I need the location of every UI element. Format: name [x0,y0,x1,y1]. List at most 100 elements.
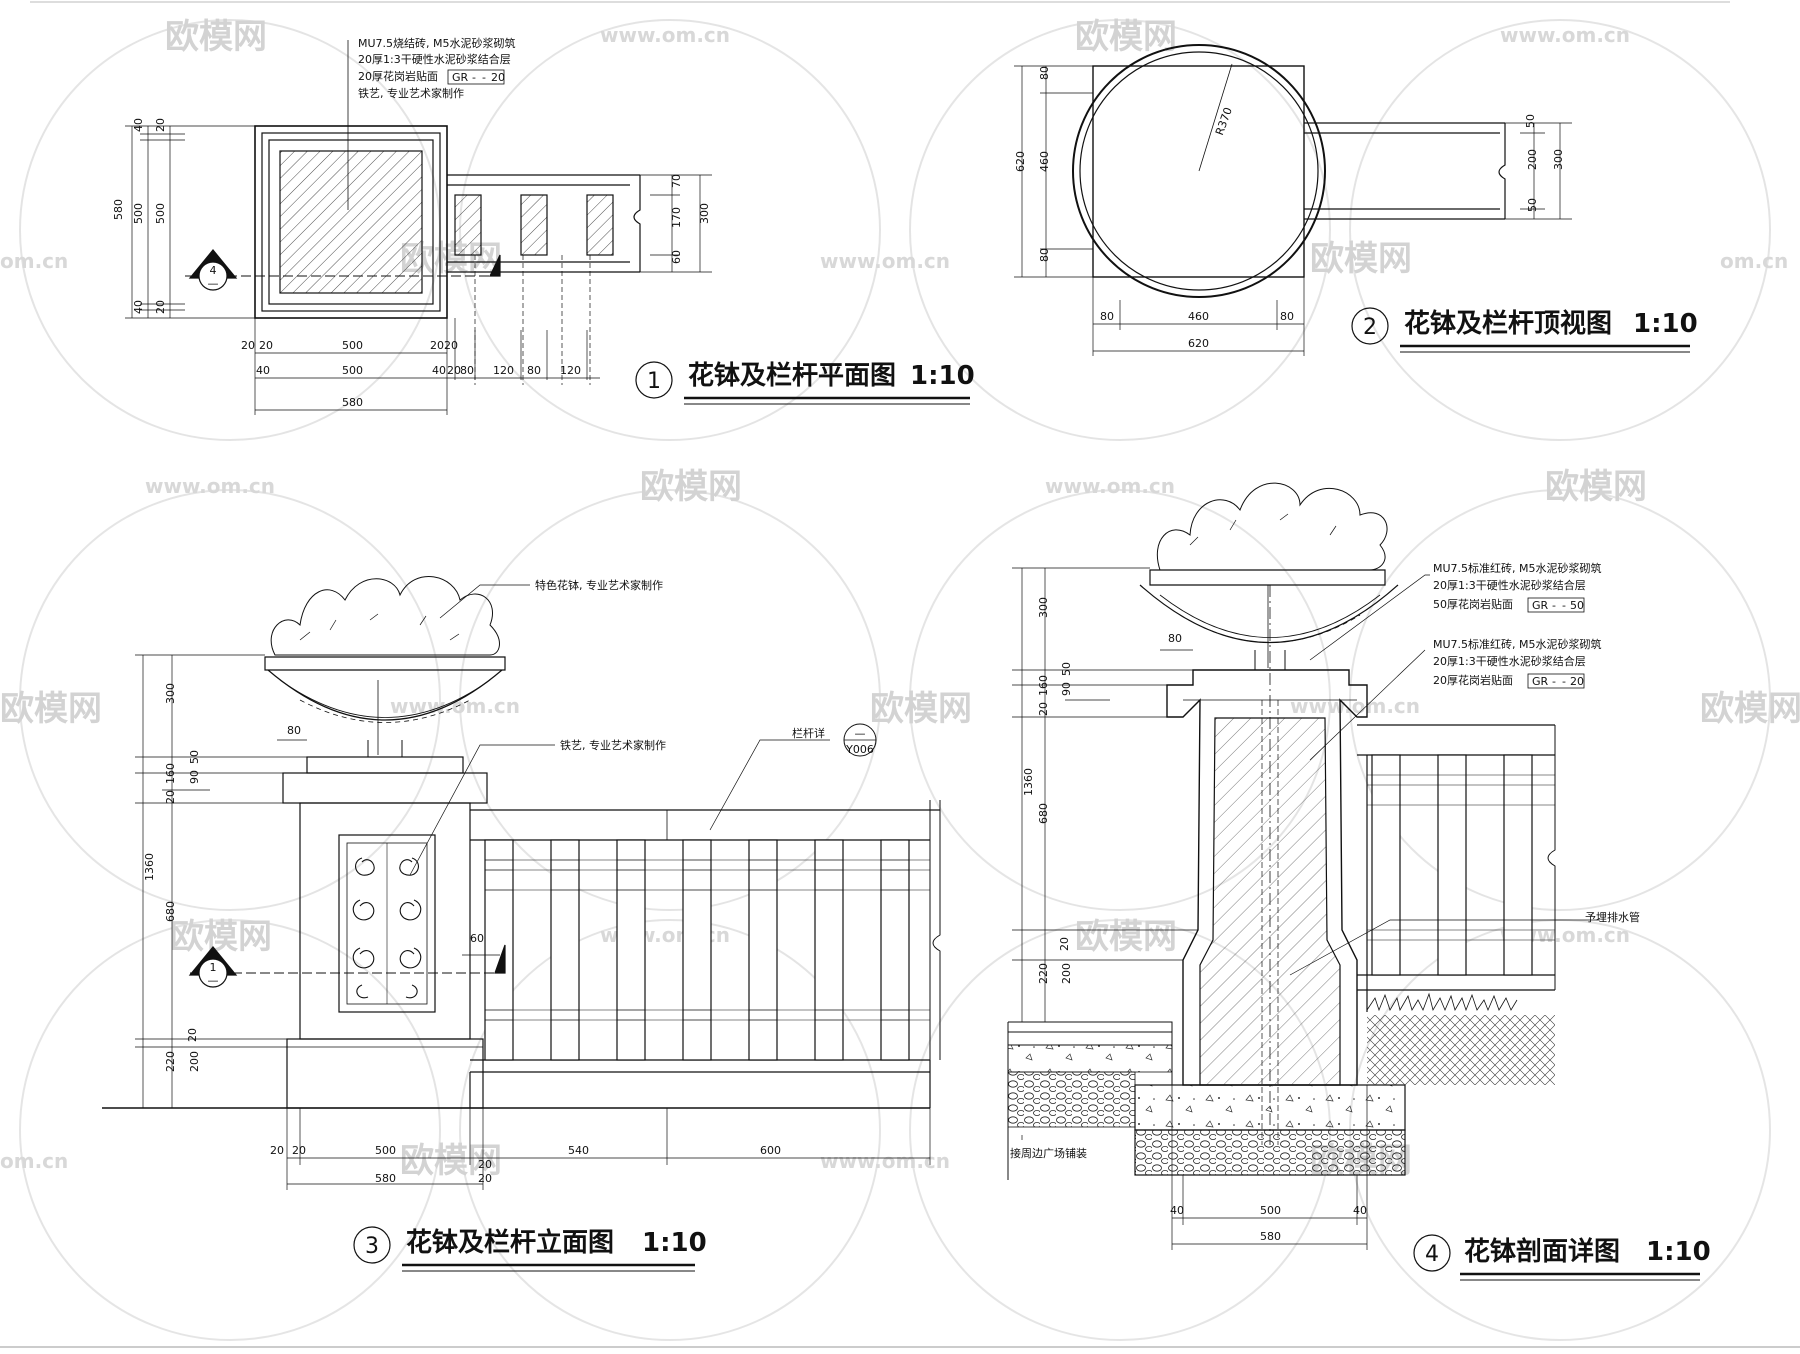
svg-text:1360: 1360 [143,853,156,881]
detail-ref-top: — [855,727,866,740]
pot-note: 特色花钵, 专业艺术家制作 [535,578,663,592]
elevation-title-scale: 1:10 [642,1228,707,1258]
watermark-url: om.cn [0,249,68,273]
svg-text:40: 40 [1353,1204,1367,1217]
material-tag: GR - - 50 [1527,597,1585,613]
svg-text:20: 20 [447,364,461,377]
svg-text:80: 80 [460,364,474,377]
svg-text:80: 80 [527,364,541,377]
section-title-number: 4 [1425,1242,1439,1267]
watermark-brand: 欧模网 [640,467,742,507]
elevation-title-number: 3 [365,1234,379,1259]
svg-text:60: 60 [670,250,683,264]
svg-text:200: 200 [1060,963,1073,984]
iron-note: 铁艺, 专业艺术家制作 [560,738,666,752]
section-note-mid-1: MU7.5标准红砖, M5水泥砂浆砌筑 [1433,637,1602,651]
watermark-url: www.om.cn [390,694,520,718]
svg-text:20: 20 [478,1158,492,1171]
svg-text:40: 40 [132,300,145,314]
svg-text:300: 300 [164,683,177,704]
watermark-url: www.om.cn [1290,694,1420,718]
svg-text:620: 620 [1188,337,1209,350]
plan-title: 1 花钵及栏杆平面图 1:10 [635,361,975,405]
watermark-url: www.om.cn [820,249,950,273]
plan-view: 4 — [125,40,712,415]
svg-text:GR: GR [452,71,469,84]
plan-notes: MU7.5烧结砖, M5水泥砂浆砌筑 20厚1:3干硬性水泥砂浆结合层 20厚花… [358,36,516,100]
detail-ref-code: Y006 [845,743,874,756]
section-dimensions: 1360 300 50 160 90 20 680 20 220 200 80 … [1022,597,1367,1243]
svg-text:-: - [1552,675,1556,688]
svg-text:20: 20 [478,1172,492,1185]
plan-title-scale: 1:10 [910,361,975,391]
svg-text:80: 80 [1280,310,1294,323]
svg-text:GR: GR [1532,599,1549,612]
top-dimensions: R370 620 80 460 80 50 200 50 300 80 460 … [1014,66,1565,350]
svg-text:680: 680 [1037,803,1050,824]
svg-text:120: 120 [493,364,514,377]
section-mark-num: 1 [210,961,217,974]
svg-text:540: 540 [568,1144,589,1157]
watermark-layer: 欧模网 www.om.cn 欧模网 www.om.cn om.cn 欧模网 ww… [0,17,1800,1341]
svg-text:20: 20 [186,1028,199,1042]
section-title-text: 花钵剖面详图 [1464,1236,1620,1267]
watermark-brand: 欧模网 [1700,689,1800,729]
svg-text:40: 40 [256,364,270,377]
section-note-top-2: 20厚1:3干硬性水泥砂浆结合层 [1433,578,1586,592]
material-tag: GR - - 20 [1527,673,1585,689]
svg-text:220: 220 [164,1051,177,1072]
svg-text:500: 500 [375,1144,396,1157]
svg-text:60: 60 [470,932,484,945]
svg-text:90: 90 [188,770,201,784]
section-notes: MU7.5标准红砖, M5水泥砂浆砌筑 20厚1:3干硬性水泥砂浆结合层 50厚… [1010,561,1640,1160]
svg-text:580: 580 [342,396,363,409]
svg-text:1360: 1360 [1022,768,1035,796]
svg-text:20: 20 [259,339,273,352]
svg-text:620: 620 [1014,151,1027,172]
svg-text:40: 40 [432,364,446,377]
section-mark-num: 4 [210,264,217,277]
section-view [1007,482,1600,1250]
watermark-brand: 欧模网 [1310,239,1412,279]
svg-text:80: 80 [1168,632,1182,645]
svg-text:2020: 2020 [430,339,458,352]
plan-note-3: 20厚花岗岩贴面 [358,69,438,83]
elevation-dimensions: 1360 300 50 160 90 20 680 20 220 200 80 … [143,683,781,1185]
railing-balusters [484,839,930,1061]
svg-text:50: 50 [1570,599,1584,612]
svg-text:300: 300 [698,203,711,224]
elevation-notes: 特色花钵, 专业艺术家制作 铁艺, 专业艺术家制作 栏杆详 — Y006 1 — [208,578,874,987]
svg-text:300: 300 [1037,597,1050,618]
svg-text:20: 20 [491,71,505,84]
watermark-url: www.om.cn [1500,23,1630,47]
svg-text:20: 20 [1037,702,1050,716]
svg-text:20: 20 [164,790,177,804]
section-title: 4 花钵剖面详图 1:10 [1413,1234,1711,1281]
svg-text:20: 20 [154,300,167,314]
watermark-url: om.cn [1720,249,1788,273]
svg-text:50: 50 [1524,114,1537,128]
section-note-top-3: 50厚花岗岩贴面 [1433,597,1513,611]
elevation-title: 3 花钵及栏杆立面图 1:10 [353,1226,707,1272]
plan-title-text: 花钵及栏杆平面图 [688,361,896,391]
svg-text:70: 70 [670,174,683,188]
svg-text:50: 50 [1526,198,1539,212]
section-note-mid-2: 20厚1:3干硬性水泥砂浆结合层 [1433,654,1586,668]
watermark-brand: 欧模网 [1075,917,1177,957]
watermark-brand: 欧模网 [400,1141,502,1181]
svg-text:170: 170 [670,207,683,228]
plan-note-2: 20厚1:3干硬性水泥砂浆结合层 [358,52,511,66]
section-balusters [1367,754,1555,976]
svg-text:500: 500 [132,203,145,224]
svg-text:20: 20 [154,118,167,132]
svg-text:500: 500 [1260,1204,1281,1217]
svg-text:80: 80 [1038,248,1051,262]
elevation-view [102,576,941,1190]
plan-title-number: 1 [647,369,661,394]
svg-text:580: 580 [112,199,125,220]
svg-text:-: - [482,71,486,84]
section-mark-sheet: — [208,277,219,290]
plan-note-1: MU7.5烧结砖, M5水泥砂浆砌筑 [358,36,516,50]
